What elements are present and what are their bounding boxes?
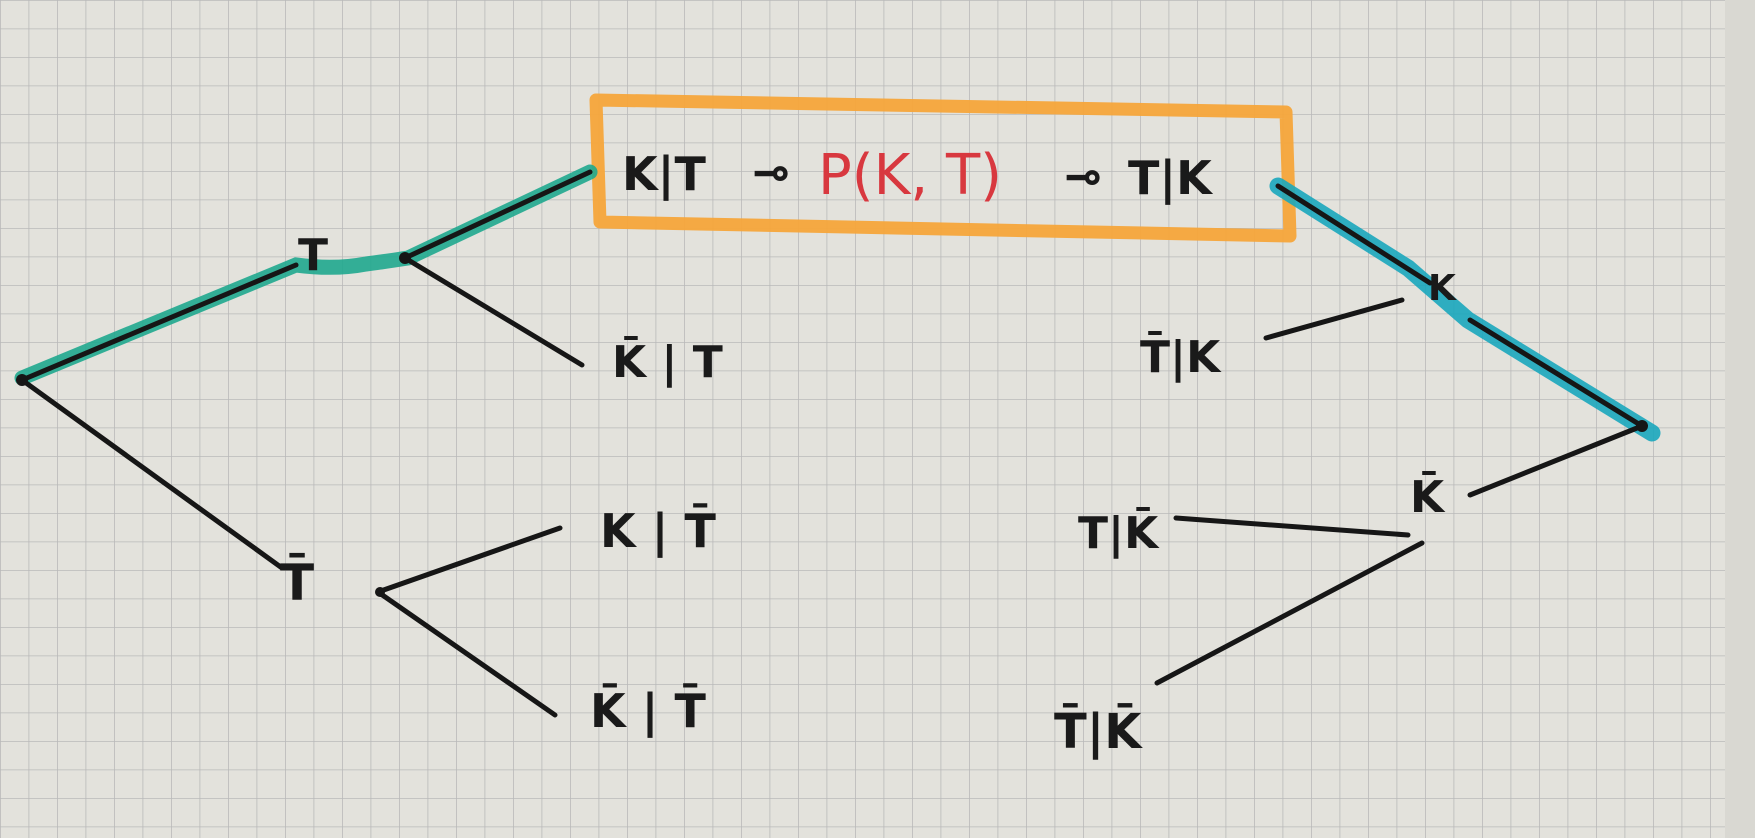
- t-node: [399, 252, 411, 264]
- center-formula: P(K, T): [818, 143, 1002, 208]
- edge-root-to-t: [19, 262, 299, 383]
- label-k-given-bar-t: K | T̄: [600, 503, 716, 559]
- left-highlight-stroke: [14, 164, 598, 386]
- edge-bar-k-to-t-given-bar-k: [1173, 515, 1411, 538]
- edge-t-to-bar-k-given-t: [402, 255, 585, 368]
- left-tree-branches: [16, 169, 593, 718]
- edge-root-to-k: [1467, 317, 1645, 429]
- edge-t-to-k-given-t: [402, 169, 593, 261]
- edge-bar-t-to-bar-k-given-bar-t: [375, 589, 558, 718]
- center-right-arrow: ⊸: [1064, 149, 1103, 203]
- label-bar-k-given-t: K̄ | T: [612, 334, 723, 388]
- edge-bar-t-to-k-given-bar-t: [375, 525, 563, 595]
- edge-root-to-bar-t: [19, 377, 285, 571]
- label-t: T: [298, 230, 328, 281]
- center-t-given-k: T|K: [1128, 151, 1214, 206]
- edge-k-to-t-given-k: [1275, 183, 1433, 286]
- bar-t-node: [375, 587, 385, 597]
- label-k: K: [1428, 268, 1457, 309]
- label-bar-t-given-bar-k: T̄|K̄: [1054, 702, 1143, 760]
- edge-root-to-bar-k: [1467, 423, 1645, 498]
- highlight-box: [589, 93, 1297, 243]
- center-k-given-t: K|T: [622, 147, 706, 202]
- root-node: [16, 374, 28, 386]
- edge-k-to-bar-t-given-k: [1263, 297, 1405, 341]
- label-bar-t: T̄: [280, 553, 314, 612]
- left-path-highlight: [14, 164, 598, 386]
- right-tree-branches: [1154, 183, 1648, 686]
- label-bar-t-given-k: T̄|K: [1140, 329, 1222, 383]
- label-t-given-bar-k: T|K̄: [1078, 505, 1160, 559]
- paper-edge: [1725, 0, 1755, 838]
- label-bar-k-given-bar-t: K̄ | T̄: [590, 683, 706, 739]
- center-left-arrow: ⊸: [752, 145, 791, 199]
- label-bar-k: K̄: [1410, 469, 1446, 523]
- right-root-node: [1636, 420, 1648, 432]
- edge-bar-k-to-bar-t-given-bar-k: [1154, 540, 1425, 686]
